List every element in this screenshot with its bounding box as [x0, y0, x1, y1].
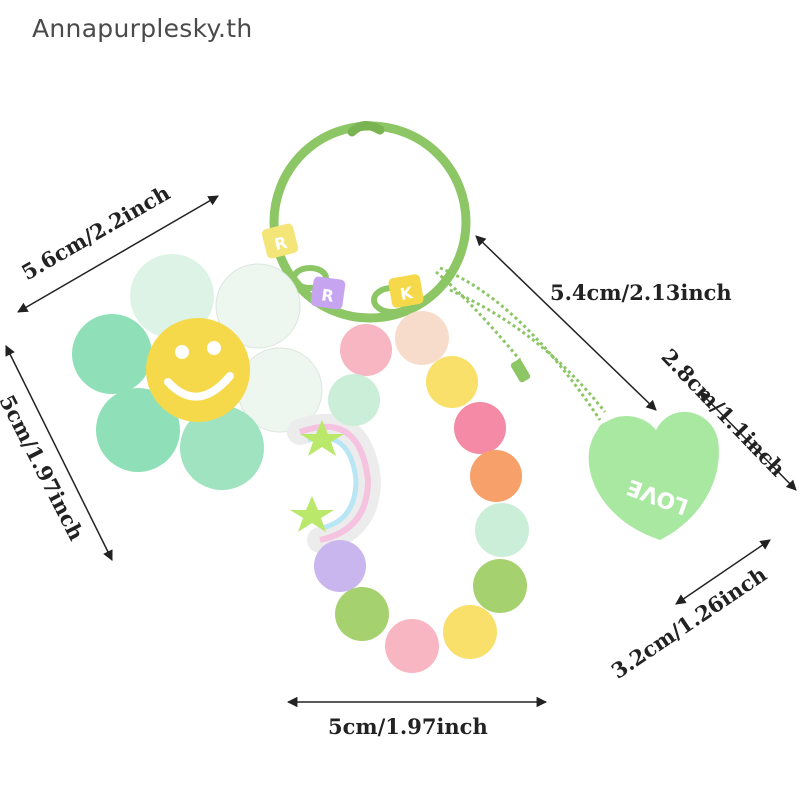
letter-bead-1: R [272, 233, 289, 254]
arrow-heart-width [675, 539, 771, 605]
dimension-arrows [5, 195, 797, 708]
label-bead-width: 5cm/1.97inch [328, 714, 488, 739]
arrow-heart-height [699, 391, 797, 491]
label-total-height: 5.4cm/2.13inch [550, 280, 732, 305]
letter-beads [261, 223, 424, 310]
flower-charm [72, 254, 323, 490]
letter-bead-2: R [320, 285, 335, 306]
arrow-flower-height [5, 345, 113, 561]
bead-loop [314, 311, 529, 673]
arrow-flower-width [17, 195, 219, 313]
heart-charm [588, 411, 719, 540]
key-ring [269, 121, 471, 323]
ball-chain [435, 266, 607, 421]
watermark-text: Annapurplesky.th [32, 14, 253, 43]
rainbow-charm [287, 413, 382, 553]
arrow-total-height [475, 235, 657, 411]
letter-bead-3: K [399, 283, 415, 304]
